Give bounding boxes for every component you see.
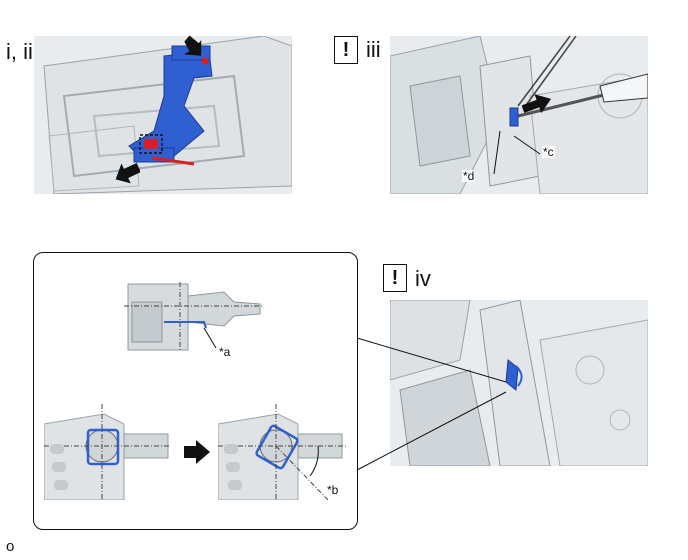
step-label-i-ii: i, ii <box>6 39 33 64</box>
callout-c: *c <box>542 145 555 159</box>
clip-after-detail <box>218 404 348 500</box>
step-iii-illustration <box>390 36 648 194</box>
callout-d: *d <box>462 169 476 183</box>
step-i-ii-illustration <box>34 36 292 194</box>
arrow-icon <box>115 162 140 184</box>
step-label-iii: iii <box>366 37 381 62</box>
warning-icon: ! <box>383 264 407 292</box>
callout-a: *a <box>218 345 232 359</box>
arrow-icon <box>522 94 552 114</box>
panel-step-i-ii <box>34 36 292 194</box>
step-iv-illustration <box>390 300 648 466</box>
panel-step-iii <box>390 36 648 194</box>
panel-step-iv <box>390 300 648 466</box>
clip-before-detail <box>44 404 170 500</box>
connector-detail <box>124 282 264 352</box>
warning-icon: ! <box>334 36 358 64</box>
arrow-icon <box>184 36 202 56</box>
right-arrow-icon <box>184 440 210 464</box>
step-label-iv: iv <box>415 266 431 291</box>
callout-b: *b <box>326 483 340 497</box>
figure-code: o <box>6 538 15 555</box>
